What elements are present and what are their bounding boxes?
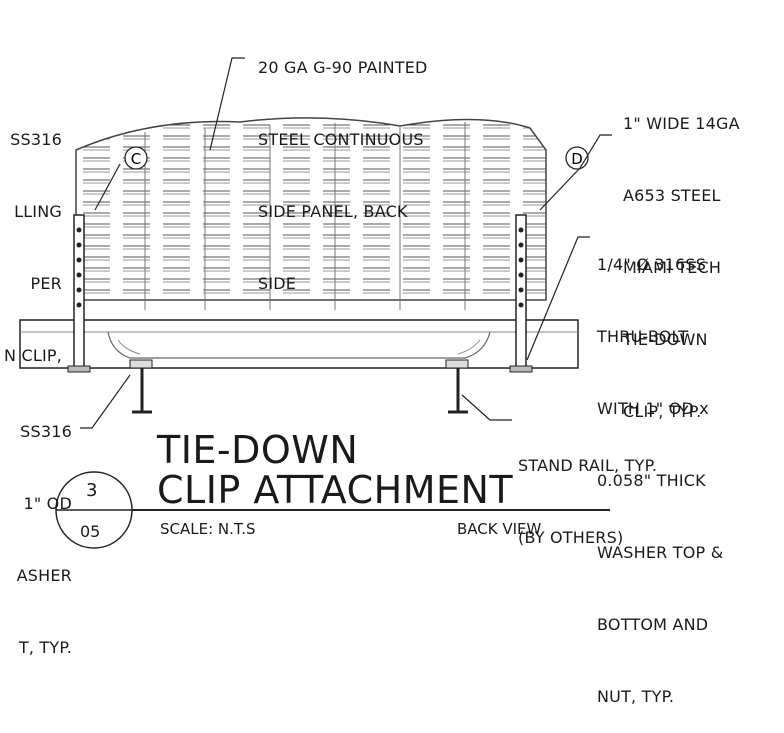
callout-line: ASHER: [16, 566, 72, 585]
side-panel: [75, 117, 547, 310]
callout-line: T, TYP.: [18, 638, 72, 657]
callout-line: WASHER TOP &: [597, 543, 724, 562]
callout-side-panel: 20 GA G-90 PAINTED STEEL CONTINUOUS SIDE…: [258, 8, 428, 320]
leader-lines: [80, 57, 612, 429]
callout-line: SS316: [10, 130, 62, 149]
drawing-canvas: C D: [19, 57, 612, 549]
callout-line: (BY OTHERS): [518, 528, 624, 547]
callout-line: 0.058" THICK: [597, 471, 706, 490]
callout-line: CLIP, TYP.: [623, 402, 702, 421]
marker-d: D: [571, 150, 583, 168]
callout-line: 1/4" Ø 316SS: [597, 255, 707, 274]
tie-down-clip-right: [509, 214, 533, 373]
callout-line: SIDE PANEL, BACK: [258, 202, 408, 221]
base-platform: [19, 319, 579, 369]
callout-line: STEEL CONTINUOUS: [258, 130, 424, 149]
callout-line: WITH 1" OD x: [597, 399, 709, 418]
scale-label: SCALE: N.T.S: [160, 520, 256, 538]
marker-c-circle: [124, 146, 148, 170]
callout-line: PER: [30, 274, 62, 293]
callout-line: MIAMI TECH: [623, 258, 722, 277]
callout-top-left: SS316 LLING PER N CLIP,: [0, 80, 62, 392]
marker-c: C: [131, 150, 141, 168]
view-label: BACK VIEW: [457, 520, 542, 538]
callout-stand-rail: STAND RAIL, TYP. (BY OTHERS): [518, 406, 657, 574]
callout-line: 1" OD: [23, 494, 72, 513]
stand-rails: [129, 359, 469, 414]
callout-line: 1" WIDE 14GA: [623, 114, 740, 133]
callout-line: THRU-BOLT: [597, 327, 689, 346]
callout-line: LLING: [14, 202, 62, 221]
callout-line: A653 STEEL: [623, 186, 721, 205]
detail-number: 3: [86, 480, 98, 501]
callout-line: N CLIP,: [4, 346, 62, 365]
callout-line: NUT, TYP.: [597, 687, 675, 706]
callout-line: SS316: [20, 422, 72, 441]
callout-bottom-left: SS316 1" OD ASHER T, TYP.: [0, 372, 72, 684]
tie-down-clip-left: [67, 214, 91, 373]
title-block: [55, 471, 610, 549]
callout-tie-down-clip: 1" WIDE 14GA A653 STEEL MIAMI TECH TIE-D…: [623, 64, 740, 448]
callout-line: 20 GA G-90 PAINTED: [258, 58, 428, 77]
callout-line: BOTTOM AND: [597, 615, 709, 634]
drawing-title-line1: TIE-DOWN: [157, 428, 359, 472]
drawing-title-line2: CLIP ATTACHMENT: [157, 468, 514, 512]
callout-line: STAND RAIL, TYP.: [518, 456, 658, 475]
sheet-number: 05: [80, 522, 101, 541]
callout-line: SIDE: [258, 274, 297, 293]
callout-line: TIE-DOWN: [623, 330, 708, 349]
